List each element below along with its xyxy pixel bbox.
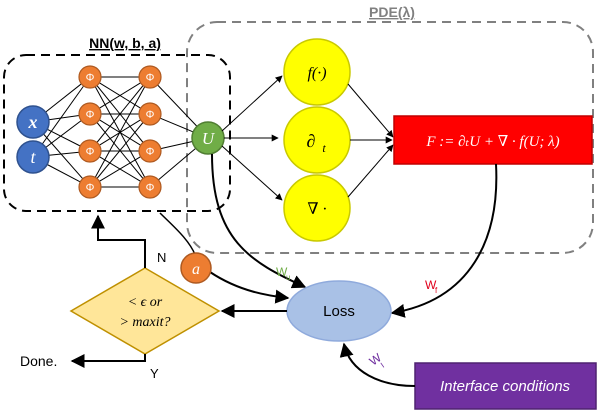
f-operator-node: [283, 38, 351, 106]
arrow-interface-to-loss: [339, 342, 416, 387]
residual-formula: F := ∂ₜU + ∇ · f(U; λ): [425, 134, 559, 150]
arrow-u-to-loss: [211, 153, 307, 289]
arrow-u-to-grad: [221, 145, 283, 201]
phi-label: Φ: [86, 182, 95, 194]
input-x-node: [16, 105, 50, 139]
nn-title: NN(w, b, a): [89, 35, 161, 51]
hidden-node: [78, 65, 102, 89]
output-u-label: U: [202, 129, 216, 148]
residual-box: [393, 115, 593, 165]
decision-line2: > maxit?: [119, 315, 170, 330]
phi-label: Φ: [146, 109, 155, 121]
nn-edge: [160, 141, 193, 150]
phi-label: Φ: [86, 72, 95, 84]
nn-edge: [157, 84, 198, 127]
nn-edge: [96, 122, 144, 179]
hidden-node: [138, 139, 162, 163]
input-x-label: x: [28, 112, 38, 132]
nn-edge: [46, 164, 81, 183]
a-parameter-node: [180, 252, 212, 284]
nn-edge: [41, 85, 85, 145]
nn-connections: [41, 76, 198, 188]
nn-edge: [48, 115, 80, 121]
f-operator-label: f(·): [307, 65, 326, 82]
nn-edge: [48, 151, 80, 156]
input-t-node: [16, 140, 50, 174]
hidden-node: [78, 175, 102, 199]
a-parameter-label: a: [192, 261, 200, 278]
arrow-u-to-f: [221, 75, 283, 132]
pde-region: [186, 21, 594, 254]
decision-line1: < ϵ or: [128, 295, 163, 310]
nn-edge: [43, 133, 84, 180]
yes-label: Y: [150, 366, 159, 381]
nn-edge: [99, 156, 141, 182]
dt-operator-subscript: t: [322, 141, 326, 155]
pde-title: PDE(λ): [369, 4, 415, 20]
phi-label: Φ: [146, 182, 155, 194]
phi-label: Φ: [86, 109, 95, 121]
wf-subscript: f: [435, 286, 438, 295]
grad-operator-node: [283, 174, 351, 242]
phi-label: Φ: [146, 146, 155, 158]
hidden-node: [78, 102, 102, 126]
hidden-node: [138, 65, 162, 89]
nn-edge: [158, 147, 197, 181]
wi-subscript: I: [379, 361, 386, 370]
hidden-node: [78, 139, 102, 163]
arrow-f-to-residual: [347, 83, 394, 138]
dt-operator-label: ∂: [307, 131, 316, 151]
nn-edge: [47, 128, 81, 147]
done-label: Done.: [20, 353, 57, 369]
hidden-node: [138, 102, 162, 126]
interface-conditions-box: [414, 362, 597, 410]
wu-subscript: u: [286, 273, 290, 282]
nn-region: [3, 54, 231, 212]
arrow-a-to-loss: [209, 271, 290, 304]
nn-edge: [99, 82, 141, 109]
dt-operator-node: [283, 106, 351, 174]
arrow-residual-to-loss: [390, 163, 498, 318]
no-label: N: [157, 250, 166, 265]
nn-edge: [160, 117, 194, 133]
input-t-label: t: [30, 147, 36, 167]
nn-edge: [96, 85, 144, 143]
nn-edge: [45, 120, 82, 148]
hidden-node: [138, 175, 162, 199]
arrow-no-to-nn: [91, 214, 146, 268]
arrow-yes-to-done: [70, 354, 146, 368]
arrow-grad-to-residual: [347, 144, 394, 198]
phi-label: Φ: [86, 146, 95, 158]
phi-label: Φ: [146, 72, 155, 84]
interface-conditions-label: Interface conditions: [440, 378, 571, 395]
grad-operator-label: ∇ ·: [307, 201, 326, 218]
nn-edge: [94, 86, 146, 178]
wf-label: W: [425, 278, 437, 292]
nn-edge: [45, 83, 82, 113]
wu-label: W: [276, 265, 288, 279]
loss-label: Loss: [323, 303, 355, 320]
